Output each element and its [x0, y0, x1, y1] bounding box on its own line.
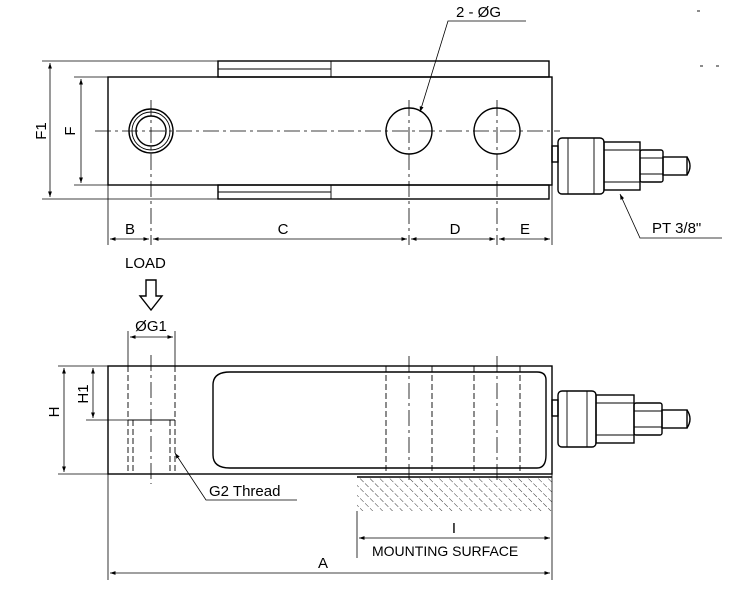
dim-h-label: H — [46, 407, 63, 418]
load-indicator: LOAD — [125, 255, 166, 312]
dim-g1-label: ØG1 — [135, 318, 167, 335]
dim-b-label: B — [125, 221, 135, 238]
mounting-surface-hatch — [357, 477, 552, 511]
top-view: F1 F B C D E 2 - ØG PT 3/8" — [33, 4, 722, 245]
dim-f1-label: F1 — [33, 122, 50, 140]
dim-i-label: I — [452, 520, 456, 537]
dim-h1-label: H1 — [75, 384, 92, 403]
cable-gland-side — [551, 390, 691, 448]
dim-e-label: E — [520, 221, 530, 238]
cable-gland-top — [551, 137, 691, 195]
cable-gland-label: PT 3/8" — [652, 220, 701, 237]
load-label: LOAD — [125, 255, 166, 272]
dim-a-label: A — [318, 555, 328, 572]
thread-label: G2 Thread — [209, 483, 280, 500]
dim-d-label: D — [450, 221, 461, 238]
dim-f-label: F — [62, 126, 79, 135]
corner-marks — [697, 10, 719, 67]
mounting-surface-label: MOUNTING SURFACE — [372, 543, 518, 559]
holes-label: 2 - ØG — [456, 4, 501, 21]
load-arrow-icon — [138, 279, 164, 312]
dim-c-label: C — [278, 221, 289, 238]
side-view: ØG1 — [46, 318, 691, 580]
side-pocket — [212, 371, 547, 469]
